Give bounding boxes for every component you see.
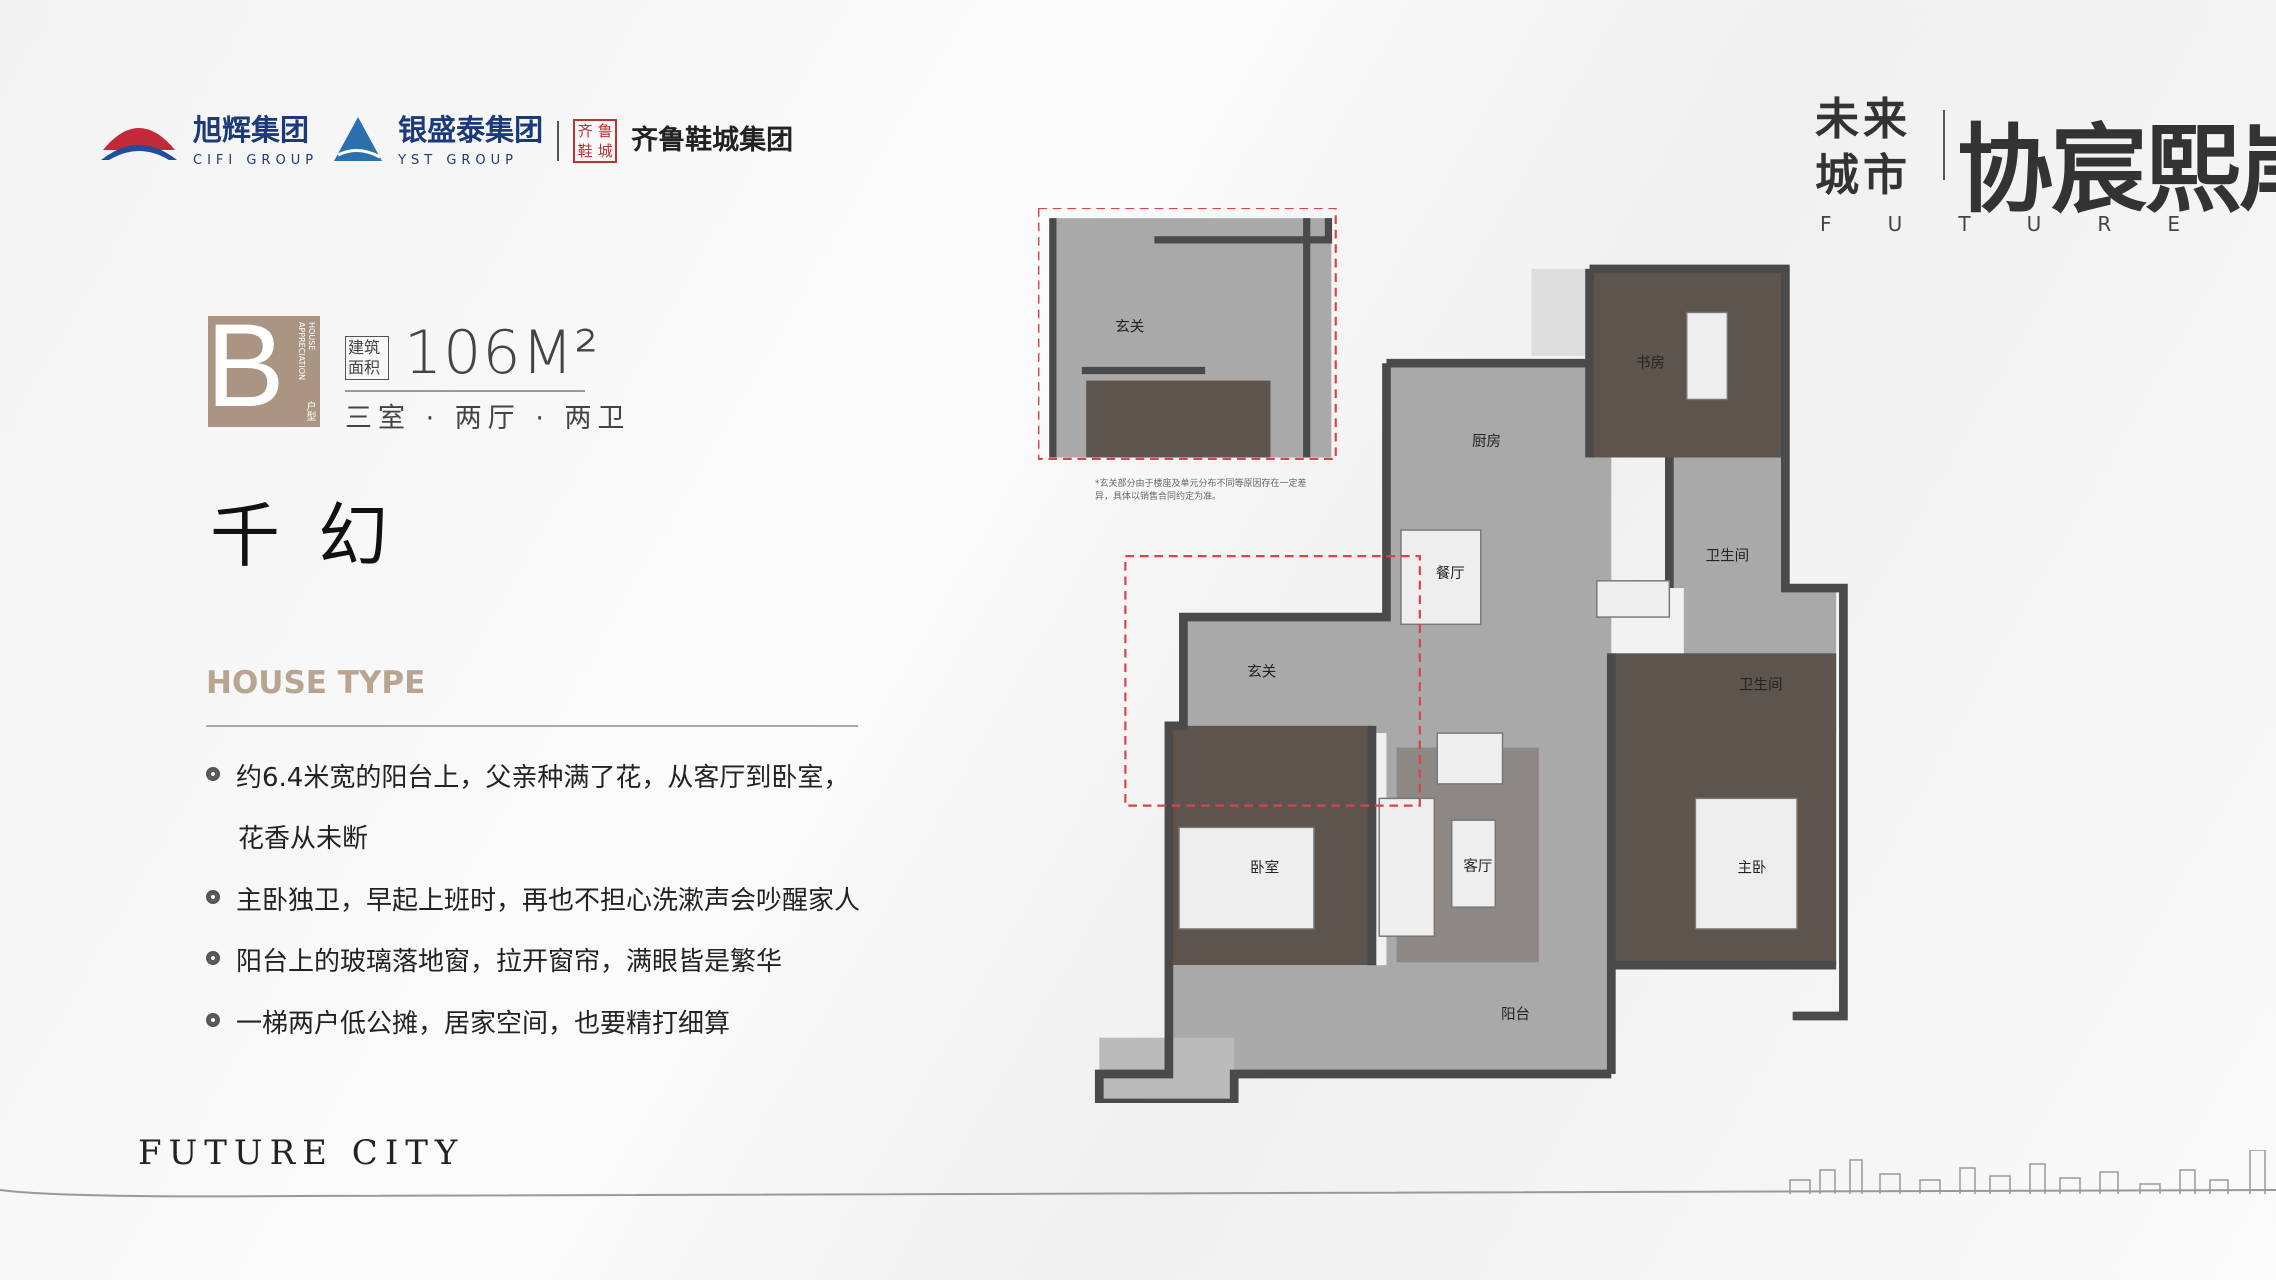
room-config: 三室 · 两厅 · 两卫	[345, 403, 631, 434]
brand-divider	[1943, 110, 1945, 180]
label-master: 主卧	[1738, 859, 1767, 876]
label-study: 书房	[1636, 355, 1665, 372]
area-value: 106M²	[404, 318, 600, 388]
cifi-en: CIFI GROUP	[193, 153, 319, 169]
label-kitchen: 厨房	[1472, 433, 1501, 450]
badge-side-text: HOUSE APPRECIATION	[297, 322, 316, 381]
cifi-logo-icon	[101, 127, 177, 160]
qilu-seal: 齐鲁鞋城	[573, 118, 618, 163]
label-entry: 玄关	[1247, 664, 1276, 681]
label-bath1: 卫生间	[1706, 547, 1750, 564]
house-type-badge: B HOUSE APPRECIATION 户型	[208, 316, 320, 427]
section-divider	[206, 725, 858, 727]
skyline-divider	[0, 1150, 2276, 1198]
brand-big: 协宸熙岸	[1957, 114, 2276, 226]
label-bath2: 卫生间	[1739, 677, 1783, 694]
feature-item: 约6.4米宽的阳台上，父亲种满了花，从客厅到卧室，	[206, 757, 849, 794]
plan-note: *玄关部分由于楼座及单元分布不同等原因存在一定差异，具体以销售合同约定为准。	[1095, 479, 1307, 502]
label-living: 客厅	[1463, 858, 1492, 875]
footer-brand: FUTURE CITY	[138, 1133, 465, 1173]
feature-item: 一梯两户低公摊，居家空间，也要精打细算	[206, 1003, 730, 1040]
label-balcony: 阳台	[1501, 1006, 1530, 1023]
brand-small: 未来城市	[1815, 94, 1911, 201]
badge-side-cn: 户型	[304, 401, 315, 421]
yst-logo-icon	[334, 116, 383, 161]
yst-name: 银盛泰集团	[398, 113, 544, 147]
logo-divider	[557, 120, 560, 161]
cifi-name: 旭辉集团	[193, 113, 310, 147]
floor-plan: 玄关 玄关 书房 厨房 卫生间 卫生间 餐厅 卧室 客厅 主卧 阳台	[1038, 208, 1848, 1103]
partner-logos: 旭辉集团 CIFI GROUP 银盛泰集团 YST GROUP 齐鲁鞋城 齐鲁鞋城集…	[99, 112, 793, 170]
area-label: 建筑面积	[345, 336, 389, 380]
feature-item: 阳台上的玻璃落地窗，拉开窗帘，满眼皆是繁华	[206, 941, 782, 978]
yst-en: YST GROUP	[398, 153, 519, 169]
label-dining: 餐厅	[1436, 565, 1465, 582]
label-entry-inset: 玄关	[1115, 318, 1144, 335]
qilu-name: 齐鲁鞋城集团	[631, 124, 794, 156]
section-title: HOUSE TYPE	[206, 665, 426, 701]
feature-item-cont: 花香从未断	[238, 824, 369, 854]
label-bedroom: 卧室	[1250, 859, 1279, 876]
house-name: 千幻	[210, 495, 426, 577]
feature-item: 主卧独卫，早起上班时，再也不担心洗漱声会吵醒家人	[206, 880, 860, 917]
area-divider	[345, 390, 585, 392]
type-letter: B	[208, 316, 285, 427]
